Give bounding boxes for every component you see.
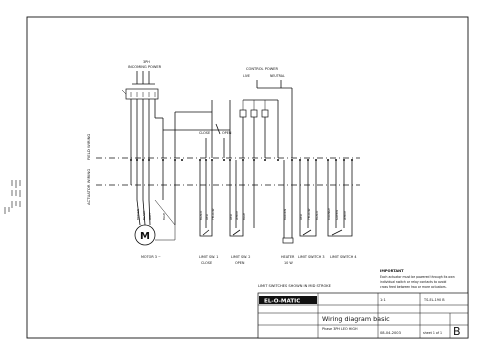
- limit-switch-3-label: LIMIT SWITCH 3: [298, 255, 325, 259]
- wire-color-label: ORANGE: [327, 208, 331, 220]
- limit-switch-3: LIMIT SWITCH 3: [298, 228, 325, 259]
- control-power-neutral: NEUTRAL: [270, 74, 285, 78]
- wire-color-label: BLACK: [199, 211, 203, 220]
- control-power-live: LIVE: [243, 74, 250, 78]
- field-wiring-label: FIELD WIRING: [86, 134, 91, 160]
- heater-symbol: HEATER 10 W: [281, 237, 295, 265]
- incoming-power-title: INCOMING POWER: [128, 65, 162, 69]
- important-note: IMPORTANT Each actuator must be powered …: [380, 269, 455, 289]
- drawing-revision: B: [453, 325, 461, 338]
- wire-color-label: WHITE: [235, 211, 239, 220]
- drawing-title: Wiring diagram basic: [322, 315, 390, 323]
- limit-switch-open: LIMIT SW. 2 OPEN: [229, 228, 250, 265]
- relay-coil-2: [250, 109, 258, 118]
- drawing-scale: 1:1: [380, 298, 386, 302]
- terminal-row: [130, 159, 353, 161]
- limit-switch-open-sub: OPEN: [235, 261, 245, 265]
- brand-logo: EL-O-MATIC: [264, 299, 300, 305]
- drawing-date: 08-04-2003: [380, 331, 401, 335]
- important-line-1: Each actuator must be powered through it…: [380, 275, 455, 279]
- wire-color-label: YELLOW: [211, 208, 215, 220]
- wire-color-label: BLACK: [315, 211, 319, 220]
- actuator-wiring-label: ACTUATOR WIRING: [86, 169, 91, 205]
- drawing-sheet: sheet 1 of 1: [423, 331, 442, 335]
- wire-color-label: YELLOW: [307, 208, 311, 220]
- wire-color-label: BROWN: [136, 209, 140, 220]
- switch-close-label: CLOSE: [199, 131, 210, 135]
- limit-switch-close: LIMIT SW. 1 CLOSE: [199, 228, 218, 265]
- motor-symbol: M MOTOR 3 ~: [134, 199, 161, 259]
- heater-sub: 10 W: [284, 261, 293, 265]
- wire-color-labels: BROWN BLACK GREY BLUE BLACK RED YELLOW R…: [136, 208, 347, 220]
- title-block: EL-O-MATIC Wiring diagram basic Phase 3P…: [257, 292, 469, 339]
- drawing-frame: [26, 16, 469, 339]
- switch-open-label: OPEN: [222, 131, 232, 135]
- heater-label: HEATER: [281, 255, 295, 259]
- control-power-title: CONTROL POWER: [246, 67, 279, 71]
- motor-glyph: M: [140, 231, 150, 242]
- important-line-3: cross feed between two or more actuators…: [380, 285, 447, 289]
- limit-switch-open-label: LIMIT SW. 2: [231, 255, 250, 259]
- limit-switch-close-label: LIMIT SW. 1: [199, 255, 218, 259]
- margin-notes: [4, 180, 21, 214]
- actuator-wires: [154, 160, 353, 241]
- relay-block: [239, 99, 279, 158]
- important-line-2: individual switch or relay contacts to a…: [380, 280, 446, 284]
- wire-color-label: WHITE: [343, 211, 347, 220]
- wire-color-label: RED: [299, 214, 303, 220]
- drawing-subtitle: Phase 3PH LEO HIGH: [322, 327, 358, 331]
- drawing-number: TS-EL-190 B: [423, 298, 445, 302]
- important-heading: IMPORTANT: [380, 269, 404, 273]
- incoming-power-voltage: 3PH: [143, 60, 150, 64]
- relay-coil-1: [239, 109, 247, 118]
- wire-color-label: RED: [229, 214, 233, 220]
- wire-color-label: BROWN: [283, 209, 287, 220]
- control-power-group: CONTROL POWER LIVE NEUTRAL: [243, 67, 293, 158]
- motor-label: MOTOR 3 ~: [141, 255, 161, 259]
- limit-switch-4-label: LIMIT SWITCH 4: [330, 255, 357, 259]
- incoming-power-group: 3PH INCOMING POWER: [121, 60, 162, 100]
- limit-switch-close-sub: CLOSE: [201, 261, 212, 265]
- power-trunk: [130, 99, 231, 200]
- limit-switch-note: LIMIT SWITCHES SHOWN IN MID STROKE: [258, 284, 332, 288]
- limit-switch-4: LIMIT SWITCH 4: [327, 228, 357, 259]
- wire-color-label: BLUE: [242, 213, 246, 220]
- wire-color-label: RED: [205, 214, 209, 220]
- relay-coil-3: [261, 109, 269, 118]
- wire-color-label: GREEN: [335, 210, 339, 220]
- wire-color-label: BLUE: [162, 213, 166, 220]
- close-open-switch: CLOSE OPEN: [199, 123, 232, 158]
